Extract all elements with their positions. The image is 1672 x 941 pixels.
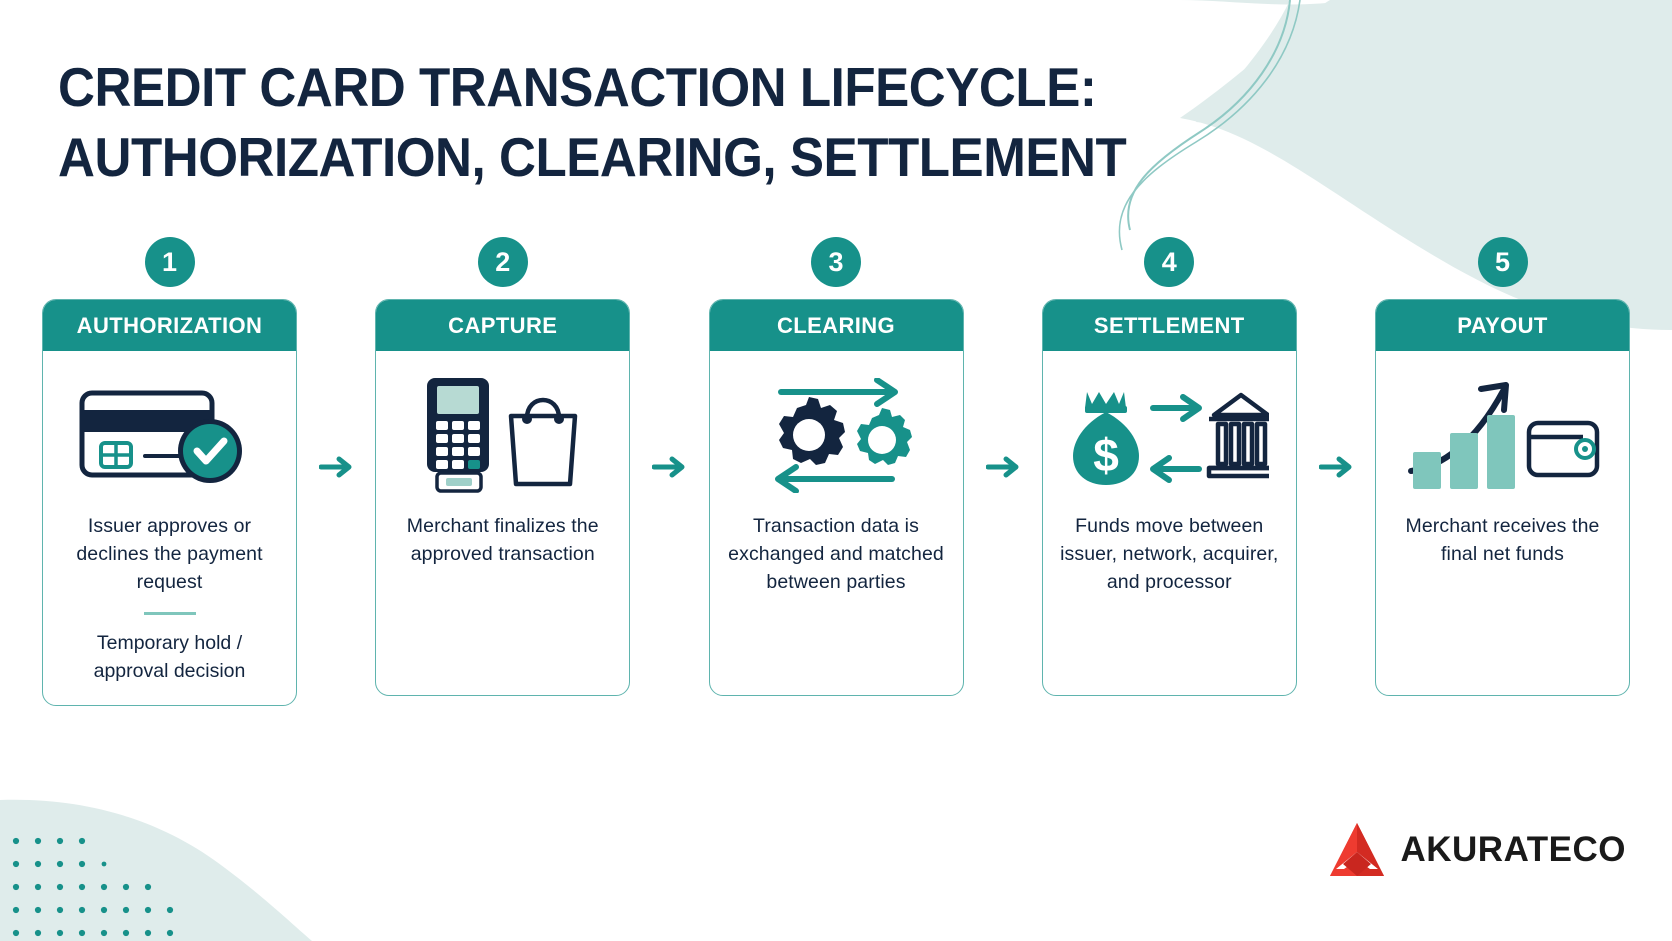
page-title: CREDIT CARD TRANSACTION LIFECYCLE: AUTHO… [58,52,1178,192]
step-3-description: Transaction data is exchanged and matche… [728,515,944,593]
arrow-right-icon [319,456,352,477]
step-5-header: PAYOUT [1376,300,1629,351]
step-3-card[interactable]: CLEARING [708,299,964,696]
step-2-body: Merchant finalizes the approved transact… [376,351,629,695]
step-4-card[interactable]: SETTLEMENT $ [1041,299,1297,696]
growth-chart-wallet-icon [1403,373,1603,498]
step-1-description: Issuer approves or declines the payment … [76,515,263,593]
step-2: 2 CAPTURE [375,237,631,696]
step-4-description: Funds move between issuer, network, acqu… [1060,515,1279,593]
step-2-card[interactable]: CAPTURE [375,299,631,696]
money-bag-bank-icon: $ [1069,373,1270,498]
step-5-description: Merchant receives the final net funds [1405,515,1600,565]
title-line-2: AUTHORIZATION, CLEARING, SETTLEMENT [58,126,1127,188]
connector-2 [630,237,708,634]
arrow-right-icon [1318,456,1352,477]
step-2-header: CAPTURE [376,300,630,351]
connector-3 [964,237,1042,634]
title-line-1: CREDIT CARD TRANSACTION LIFECYCLE: [58,56,1097,118]
step-1-divider [143,612,196,615]
step-2-number-badge: 2 [477,237,528,287]
step-5-card[interactable]: PAYOUT [1375,299,1630,696]
step-1-card[interactable]: AUTHORIZATION [42,299,297,706]
step-5: 5 PAYOUT [1375,237,1630,696]
gears-exchange-icon [749,373,924,498]
step-1-header: AUTHORIZATION [43,300,296,351]
step-2-description: Merchant finalizes the approved transact… [406,515,599,565]
akurateco-triangle-mark [1330,823,1385,876]
pos-terminal-shopping-bag-icon [415,373,590,498]
step-1-sub-description: Temporary hold / approval decision [93,631,246,682]
connector-4 [1297,237,1375,634]
logo-text: AKURATECO [1400,830,1626,869]
connector-1 [297,237,375,634]
step-5-number-badge: 5 [1477,237,1528,287]
step-4-body: $ [1043,351,1296,695]
step-3: 3 CLEARING [708,237,964,696]
step-1: 1 AUTHORIZATION [42,237,297,706]
step-5-body: Merchant receives the final net funds [1376,351,1629,695]
lifecycle-steps: 1 AUTHORIZATION [42,237,1630,706]
step-3-number-badge: 3 [811,237,861,287]
arrow-right-icon [985,456,1019,477]
credit-card-check-icon [77,373,262,498]
step-4-number-badge: 4 [1144,237,1195,287]
arrow-right-icon [652,456,685,477]
step-1-number-badge: 1 [144,237,195,287]
step-4: 4 SETTLEMENT $ [1041,237,1297,696]
step-1-body: Issuer approves or declines the payment … [43,351,296,705]
step-3-header: CLEARING [709,300,963,351]
step-4-header: SETTLEMENT [1042,300,1296,351]
svg-text:$: $ [1093,429,1119,481]
step-3-body: Transaction data is exchanged and matche… [710,351,963,695]
akurateco-logo[interactable]: AKURATECO [1328,821,1626,879]
